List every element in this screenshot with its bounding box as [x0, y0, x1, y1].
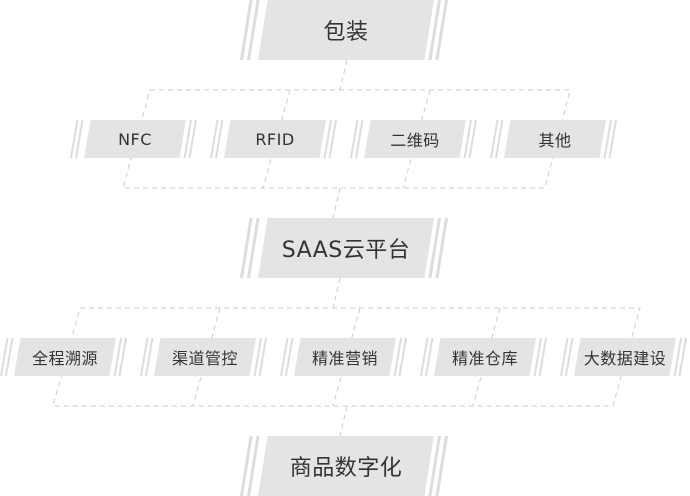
box-stripe-left: [145, 338, 154, 376]
box-stripe-left: [420, 338, 429, 376]
carrier-divider-2: [402, 89, 431, 189]
box-stripe-right: [435, 436, 448, 496]
connector-mid-stem-2: [332, 277, 341, 309]
connector-bottom-stem: [339, 405, 348, 437]
box-stripe-left: [350, 120, 359, 158]
box-stripe-right: [435, 218, 448, 278]
carrier-qrcode-node: 二维码: [350, 120, 480, 158]
box-stripe-right: [398, 338, 407, 376]
box-stripe-right: [323, 120, 332, 158]
box-body: [154, 338, 256, 376]
saas-platform-label: SAAS云平台: [281, 238, 411, 263]
service-warehouse-label: 精准仓库: [451, 349, 518, 368]
carrier-rfid-label: RFID: [255, 129, 295, 149]
box-body: [14, 338, 116, 376]
box-stripe-left: [0, 338, 9, 376]
packaging-node: 包装: [240, 0, 452, 60]
box-stripe-right: [538, 338, 547, 376]
box-stripe-left: [247, 218, 260, 278]
box-stripe-right: [118, 338, 127, 376]
service-divider-3: [472, 307, 501, 407]
service-trace-label: 全程溯源: [31, 349, 98, 368]
box-stripe-left: [70, 120, 79, 158]
box-stripe-right: [253, 338, 262, 376]
box-stripe-right: [463, 120, 472, 158]
service-trace-node: 全程溯源: [0, 338, 130, 376]
service-warehouse-node: 精准仓库: [420, 338, 550, 376]
box-stripe-right: [603, 120, 612, 158]
box-stripe-left: [215, 120, 224, 158]
box-stripe-left: [355, 120, 364, 158]
saas-platform-node: SAAS云平台: [240, 218, 452, 278]
carrier-qrcode-label: 二维码: [390, 131, 440, 150]
service-channel-label: 渠道管控: [171, 349, 238, 368]
box-body: [258, 218, 434, 278]
box-stripe-left: [560, 338, 569, 376]
box-stripe-left: [140, 338, 149, 376]
box-stripe-left: [495, 120, 504, 158]
box-stripe-right: [393, 338, 402, 376]
box-stripe-right: [468, 120, 477, 158]
service-divider-1: [192, 307, 221, 407]
box-body: [434, 338, 536, 376]
box-stripe-left: [490, 120, 499, 158]
product-digitization-node: 商品数字化: [240, 436, 452, 496]
box-stripe-left: [75, 120, 84, 158]
box-stripe-right: [258, 338, 267, 376]
box-stripe-right: [328, 120, 337, 158]
box-stripe-right: [608, 120, 617, 158]
box-stripe-left: [280, 338, 289, 376]
packaging-label: 包装: [323, 20, 369, 45]
carrier-divider-1: [262, 89, 291, 189]
connector-mid-stem-1: [332, 187, 341, 219]
box-stripe-right: [183, 120, 192, 158]
box-stripe-right: [188, 120, 197, 158]
box-stripe-right: [435, 0, 448, 60]
box-body: [294, 338, 396, 376]
box-stripe-left: [210, 120, 219, 158]
carrier-nfc-label: NFC: [118, 129, 152, 149]
connector-top-stem: [339, 59, 348, 91]
box-stripe-right: [678, 338, 687, 376]
box-body: [258, 436, 434, 496]
box-stripe-right: [428, 436, 441, 496]
box-stripe-left: [247, 436, 260, 496]
box-body: [364, 120, 466, 158]
box-body: [258, 0, 434, 60]
service-marketing-label: 精准营销: [311, 349, 378, 368]
box-stripe-right: [673, 338, 682, 376]
service-divider-2: [332, 307, 361, 407]
box-stripe-left: [5, 338, 14, 376]
carrier-other-label: 其他: [538, 131, 572, 150]
box-stripe-left: [240, 0, 253, 60]
box-stripe-left: [240, 436, 253, 496]
carrier-rfid-node: RFID: [210, 120, 340, 158]
box-stripe-left: [247, 0, 260, 60]
box-stripe-left: [565, 338, 574, 376]
product-digitization-label: 商品数字化: [289, 456, 403, 481]
service-bigdata-label: 大数据建设: [583, 349, 667, 368]
box-body: [224, 120, 326, 158]
box-stripe-right: [533, 338, 542, 376]
service-marketing-node: 精准营销: [280, 338, 410, 376]
box-stripe-right: [428, 218, 441, 278]
box-body: [574, 338, 676, 376]
box-stripe-left: [425, 338, 434, 376]
carrier-nfc-node: NFC: [70, 120, 200, 158]
carrier-other-node: 其他: [490, 120, 620, 158]
box-body: [504, 120, 606, 158]
box-stripe-right: [113, 338, 122, 376]
service-channel-node: 渠道管控: [140, 338, 270, 376]
box-stripe-left: [240, 218, 253, 278]
box-body: [84, 120, 186, 158]
service-bigdata-node: 大数据建设: [560, 338, 690, 376]
box-stripe-left: [285, 338, 294, 376]
box-stripe-right: [428, 0, 441, 60]
